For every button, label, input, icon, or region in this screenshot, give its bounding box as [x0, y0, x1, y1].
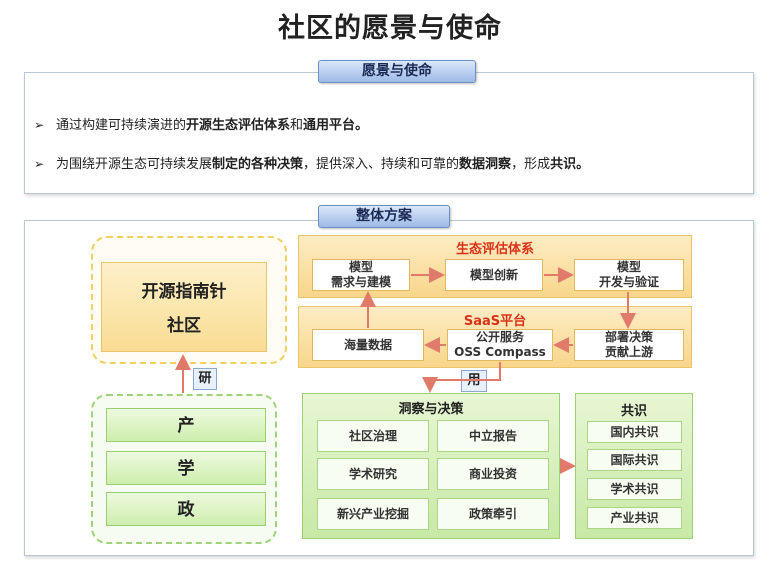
- vision-bullet-2: ➢为围绕开源生态可持续发展制定的各种决策，提供深入、持续和可靠的数据洞察，形成共…: [34, 157, 590, 172]
- tag-research: 研: [193, 368, 217, 390]
- eval-step-innovation: 模型创新: [445, 259, 543, 291]
- consensus-industry: 产业共识: [587, 507, 682, 529]
- insight-emerging-industry: 新兴产业挖掘: [317, 498, 429, 530]
- insight-community-governance: 社区治理: [317, 420, 429, 452]
- sector-industry: 产: [106, 408, 266, 442]
- compass-community: 社区: [167, 316, 201, 336]
- arrow-bullet-icon: ➢: [34, 157, 45, 171]
- consensus-domestic: 国内共识: [587, 421, 682, 443]
- consensus-international: 国际共识: [587, 449, 682, 471]
- sector-academia: 学: [106, 451, 266, 485]
- arrow-bullet-icon: ➢: [34, 118, 45, 132]
- consensus-title: 共识: [620, 404, 647, 419]
- page-title: 社区的愿景与使命: [278, 13, 502, 44]
- sector-government: 政: [106, 492, 266, 526]
- arrow-compass-to-insight: [422, 362, 501, 393]
- insight-policy-guidance: 政策牵引: [437, 498, 549, 530]
- compass-community-box: 开源指南针 社区: [101, 262, 267, 352]
- vision-bullet-1: ➢通过构建可持续演进的开源生态评估体系和通用平台。: [34, 118, 369, 133]
- insight-academic-research: 学术研究: [317, 458, 429, 490]
- compass-name: 开源指南针: [141, 282, 227, 302]
- eval-system-title: 生态评估体系: [455, 242, 534, 257]
- insight-title: 洞察与决策: [398, 402, 464, 417]
- saas-title: SaaS平台: [463, 314, 527, 329]
- saas-oss-compass: 公开服务 OSS Compass: [447, 329, 553, 361]
- saas-deploy-decision: 部署决策 贡献上游: [574, 329, 684, 361]
- solution-header: 整体方案: [318, 205, 450, 228]
- eval-step-development: 模型 开发与验证: [574, 259, 684, 291]
- insight-neutral-report: 中立报告: [437, 420, 549, 452]
- eval-step-modeling: 模型 需求与建模: [312, 259, 410, 291]
- vision-header: 愿景与使命: [318, 60, 476, 83]
- saas-massive-data: 海量数据: [312, 329, 424, 361]
- insight-business-investment: 商业投资: [437, 458, 549, 490]
- vision-panel: [24, 72, 754, 194]
- consensus-academic: 学术共识: [587, 478, 682, 500]
